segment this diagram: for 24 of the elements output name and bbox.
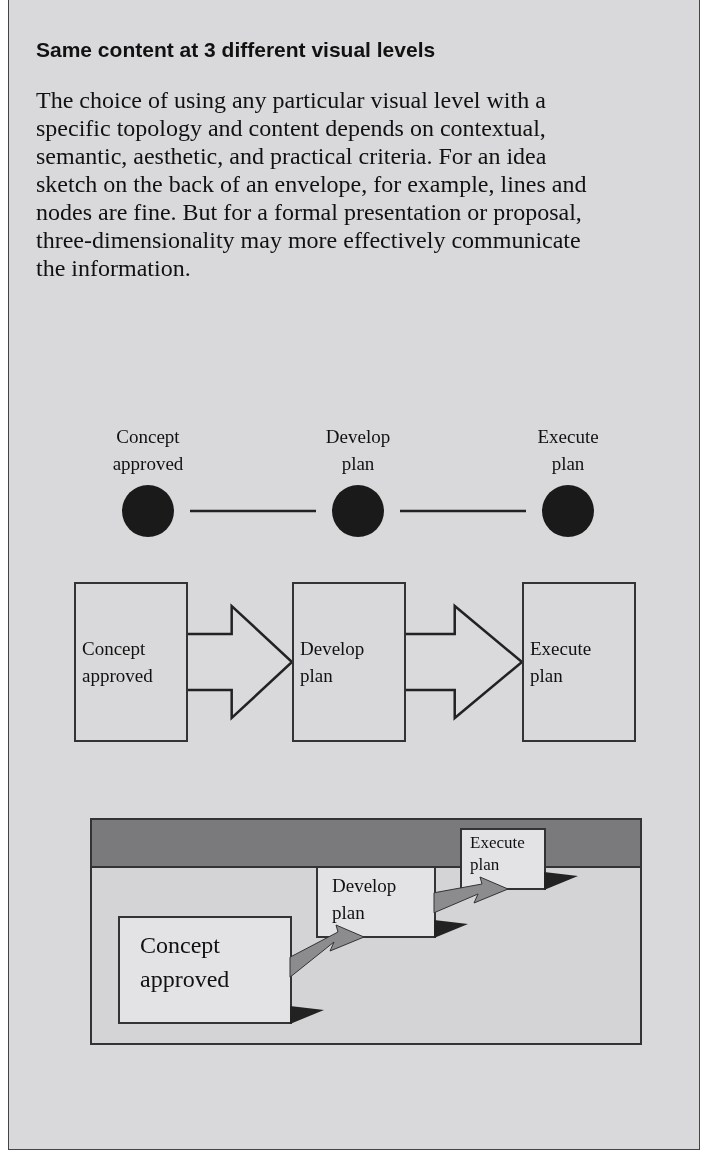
connector-line xyxy=(190,509,316,513)
node-label: Concept approved xyxy=(140,931,231,994)
node-label: Concept approved xyxy=(82,637,154,688)
heading: Same content at 3 different visual levels xyxy=(36,38,436,62)
process-box xyxy=(292,582,406,742)
ribbon-arrow xyxy=(289,924,365,978)
ribbon-arrow xyxy=(433,876,509,914)
block-arrow xyxy=(404,603,524,721)
node-label: Develop plan xyxy=(300,637,366,688)
node-label: Execute plan xyxy=(470,832,526,876)
node-caption: Develop plan xyxy=(324,425,392,476)
block-arrow xyxy=(186,603,294,721)
process-box xyxy=(74,582,188,742)
raised-box xyxy=(316,866,436,938)
connector-line xyxy=(400,509,526,513)
process-box xyxy=(522,582,636,742)
node-caption: Execute plan xyxy=(536,425,600,476)
panel-frame xyxy=(90,818,642,1045)
raised-box xyxy=(118,916,292,1024)
raised-box xyxy=(460,828,546,890)
node-label: Execute plan xyxy=(530,637,593,688)
node-caption: Concept approved xyxy=(111,425,185,476)
paragraph: The choice of using any particular visual level with a specific topology and content depends on contextual, semantic, aesthetic, and practical criteria. For an idea sketch on the back of an envelope, for example, lines and nodes are fine. But for a formal presentation or proposal, three-dimensionality may more effectively communicate the information. xyxy=(36,86,588,282)
node-label: Develop plan xyxy=(332,874,398,925)
